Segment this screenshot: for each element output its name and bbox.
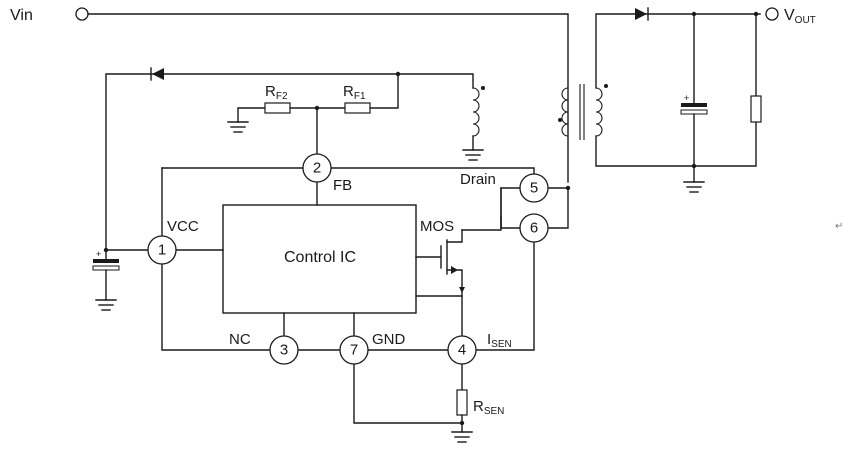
output-cap-plate-top xyxy=(681,103,707,107)
gnd-label: GND xyxy=(372,331,406,348)
pin-circle xyxy=(269,335,299,365)
secondary-top-wire xyxy=(595,13,761,89)
pin-2: 2 xyxy=(302,153,332,183)
rsen-resistor xyxy=(456,389,468,416)
nc-label: NC xyxy=(229,331,251,348)
mos-label: MOS xyxy=(420,218,454,235)
aux-polarity-dot xyxy=(481,86,485,90)
junction-dot xyxy=(314,105,320,111)
source-arrow-icon xyxy=(459,287,465,293)
wire xyxy=(237,107,266,123)
drain-wire xyxy=(461,187,520,231)
pin-5: 5 xyxy=(519,173,549,203)
pin-6-number: 6 xyxy=(530,220,538,237)
rf1-resistor xyxy=(344,102,371,114)
rf2-label: RF2 xyxy=(265,83,288,102)
vout-label: VOUT xyxy=(784,7,816,26)
drain-label: Drain xyxy=(460,171,496,188)
junction-dot xyxy=(565,185,571,191)
vcc-label: VCC xyxy=(167,218,199,235)
wire xyxy=(397,73,474,89)
isen-label: ISEN xyxy=(487,331,512,350)
transformer-secondary xyxy=(595,87,603,137)
pin-3-number: 3 xyxy=(280,342,288,359)
vcc-diode-icon xyxy=(152,68,164,80)
vcc-cap-plate-top xyxy=(93,259,119,263)
control-ic-block xyxy=(222,204,417,314)
transformer-primary xyxy=(561,87,569,137)
mosfet-drain-lead xyxy=(446,229,463,243)
secondary-polarity-dot xyxy=(604,84,608,88)
pin-3: 3 xyxy=(269,335,299,365)
pin-6: 6 xyxy=(519,213,549,243)
vcc-cap-plus: + xyxy=(96,249,101,259)
vin-label: Vin xyxy=(10,7,33,24)
control-ic-label: Control IC xyxy=(284,249,356,266)
secondary-bottom-wire xyxy=(595,13,757,167)
junction-dot xyxy=(459,420,465,426)
primary-polarity-dot xyxy=(558,118,562,122)
source-sense-wire xyxy=(415,295,463,336)
output-cap-plus: + xyxy=(684,93,689,103)
pin-4-number: 4 xyxy=(458,342,466,359)
vin-wire xyxy=(87,13,569,183)
pin-7: 7 xyxy=(339,335,369,365)
pins-5-6-tie xyxy=(548,187,569,229)
pin-circle xyxy=(339,335,369,365)
gnd-return-wire xyxy=(353,363,463,424)
vin-terminal xyxy=(75,7,89,21)
rf1-label: RF1 xyxy=(343,83,366,102)
pin-2-number: 2 xyxy=(313,160,321,177)
pin-7-number: 7 xyxy=(350,342,358,359)
rsen-label: RSEN xyxy=(473,398,504,417)
pin-circle xyxy=(447,335,477,365)
load-resistor xyxy=(750,95,762,123)
pin-circle xyxy=(147,235,177,265)
mosfet-source-lead xyxy=(446,269,463,297)
pin-circle xyxy=(519,213,549,243)
auxiliary-winding xyxy=(472,87,480,137)
return-mark: ↵ xyxy=(835,221,843,232)
mosfet-arrow-icon xyxy=(451,266,458,274)
vcc-supply-wire xyxy=(105,73,399,251)
output-diode-icon xyxy=(635,8,647,20)
pin-circle xyxy=(302,153,332,183)
vout-terminal xyxy=(765,7,779,21)
drain-pin6-wire xyxy=(500,215,520,229)
junction-dot xyxy=(753,11,759,17)
pin-4: 4 xyxy=(447,335,477,365)
junction-dot xyxy=(691,163,697,169)
pin-1: 1 xyxy=(147,235,177,265)
pin-5-number: 5 xyxy=(530,180,538,197)
fb-label: FB xyxy=(333,177,352,194)
pin-circle xyxy=(519,173,549,203)
wire xyxy=(369,73,399,109)
pin-1-number: 1 xyxy=(158,242,166,259)
rf2-resistor xyxy=(264,102,291,114)
